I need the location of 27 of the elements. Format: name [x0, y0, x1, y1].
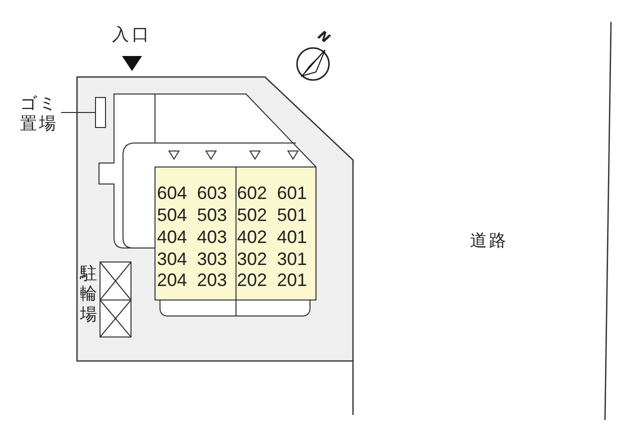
leader-line — [60, 112, 96, 113]
room-number: 602 — [237, 184, 268, 202]
bicycle-parking-label: 駐輪場 — [80, 264, 97, 326]
room-number: 603 — [197, 184, 228, 202]
room-number: 601 — [277, 184, 308, 202]
garbage-box — [95, 97, 106, 128]
room-number: 604 — [157, 184, 188, 202]
room-number: 203 — [197, 271, 228, 289]
entrance-label: 入口 — [112, 27, 152, 44]
room-number: 504 — [157, 206, 188, 224]
area-label: ゴミ置場 — [20, 95, 60, 134]
room-number: 201 — [277, 271, 308, 289]
room-number: 303 — [197, 250, 228, 268]
room-number: 302 — [237, 250, 268, 268]
north-label: N — [315, 29, 332, 46]
road-label: 道路 — [470, 233, 508, 250]
room-number: 404 — [157, 228, 188, 246]
room-number: 202 — [237, 271, 268, 289]
room-number: 401 — [277, 228, 308, 246]
room-number: 503 — [197, 206, 228, 224]
room-number: 304 — [157, 250, 188, 268]
room-number: 402 — [237, 228, 268, 246]
room-number: 204 — [157, 271, 188, 289]
room-number: 403 — [197, 228, 228, 246]
room-number: 502 — [237, 206, 268, 224]
room-number: 501 — [277, 206, 308, 224]
room-number: 301 — [277, 250, 308, 268]
